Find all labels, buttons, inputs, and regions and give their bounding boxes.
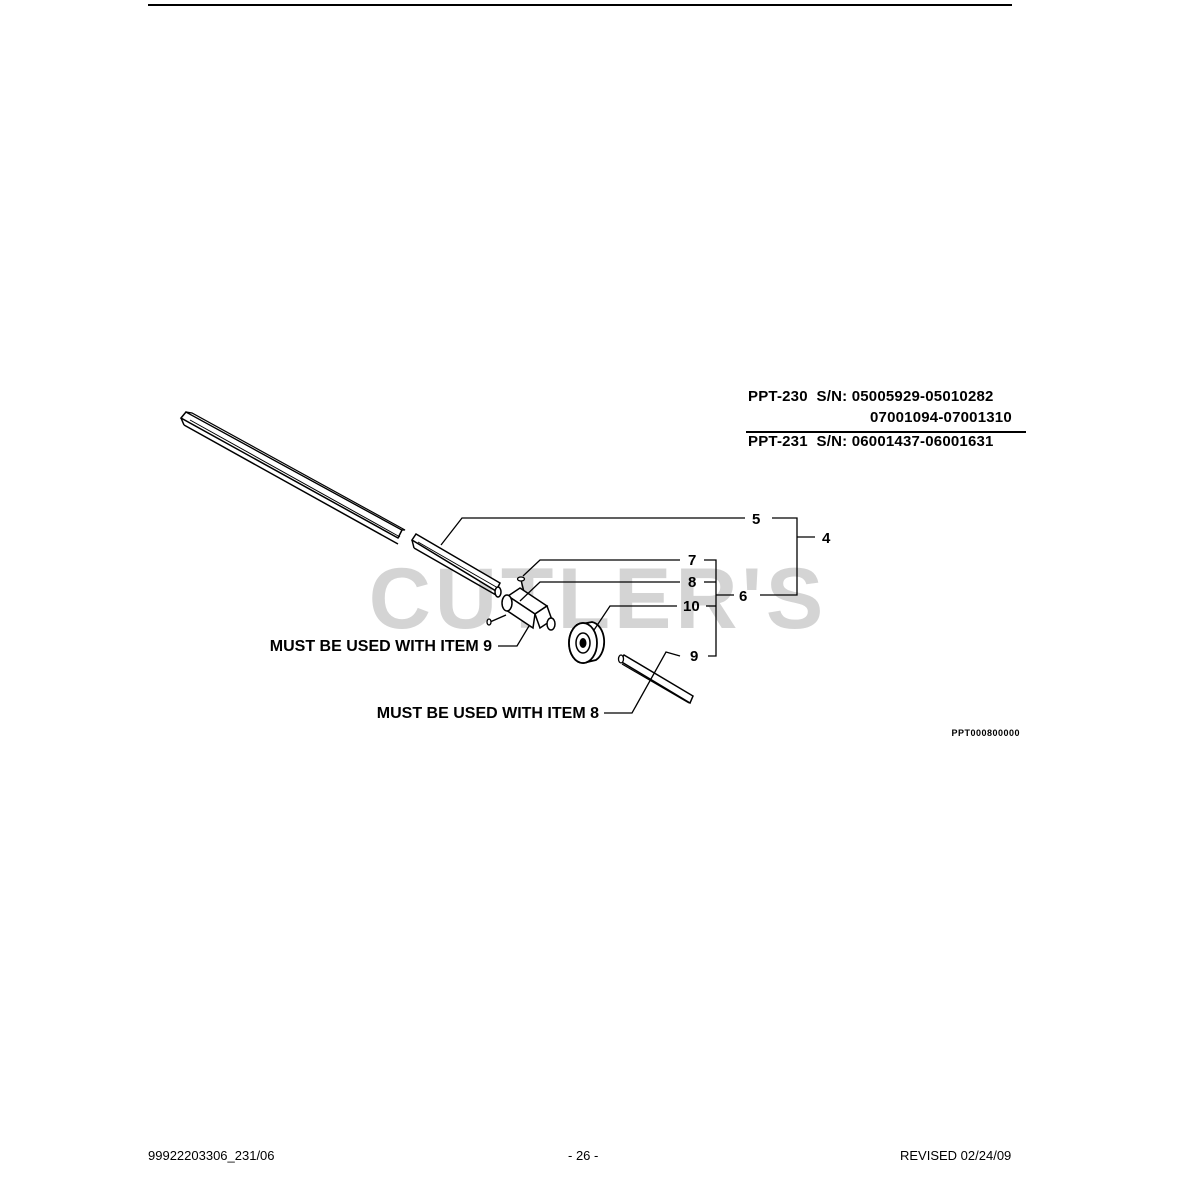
sn-range: 06001437-06001631 [851,433,994,450]
sn-label: S/N: [816,388,848,405]
screw-lower [486,614,507,626]
sn-range: 05005929-05010282 [851,388,994,405]
footer-page-number: - 26 - [568,1148,599,1163]
callout-8: 8 [688,574,696,591]
sn-model: PPT-230 [748,388,808,405]
coupling-item-8 [501,587,556,631]
footer-doc-number: 99922203306_231/06 [148,1148,275,1163]
callout-6: 6 [739,588,747,605]
sn-range-extra: 07001094-07001310 [870,409,1012,426]
sn-row-ppt230: PPT-230 S/N: 05005929-05010282 [748,388,994,405]
callout-9: 9 [690,648,698,665]
drive-shaft [179,411,502,598]
figure-ref: PPT000800000 [951,728,1020,738]
callout-10: 10 [683,598,700,615]
callout-4: 4 [822,530,831,547]
sn-row-ppt231: PPT-231 S/N: 06001437-06001631 [748,433,994,450]
callout-5: 5 [752,511,760,528]
sn-divider [746,431,1026,433]
sn-label: S/N: [816,433,848,450]
bearing-item-10 [568,621,606,664]
leader-lines [440,517,815,714]
callout-7: 7 [688,552,696,569]
note-with-item-8: MUST BE USED WITH ITEM 8 [377,705,599,722]
top-rule [148,4,1012,6]
note-with-item-9: MUST BE USED WITH ITEM 9 [270,638,492,655]
footer-revised-date: REVISED 02/24/09 [900,1148,1012,1163]
sn-model: PPT-231 [748,433,808,450]
pin-item-9 [617,653,694,705]
